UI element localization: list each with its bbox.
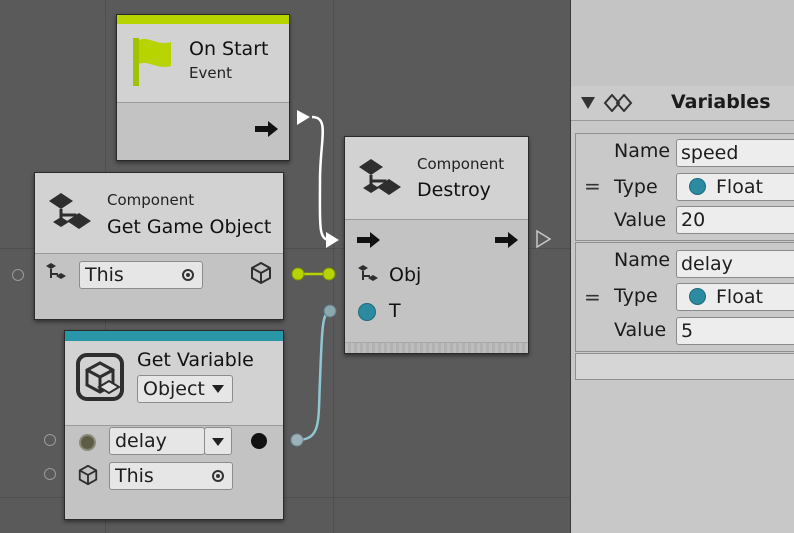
- get-variable-node[interactable]: Get Variable Object delay This: [64, 330, 284, 520]
- node-category: Component: [107, 191, 195, 209]
- drag-handle-icon[interactable]: =: [584, 285, 601, 309]
- float-port-icon: [358, 303, 376, 321]
- cube-output-icon: [251, 261, 271, 285]
- variable-value-field[interactable]: 20: [676, 206, 794, 234]
- unconnected-input-port[interactable]: [44, 434, 56, 446]
- variable-name-value: delay: [115, 430, 167, 452]
- component-port-icon: [46, 263, 66, 279]
- variables-panel: Variables = Name speed Type Float Value …: [570, 0, 794, 533]
- target-value: This: [115, 465, 154, 487]
- variable-value: 5: [681, 320, 694, 342]
- target-value: This: [85, 264, 124, 286]
- chevron-down-icon: [212, 385, 224, 393]
- variable-accent-bar: [65, 331, 283, 341]
- string-port-icon: [79, 434, 96, 451]
- variable-name-value: delay: [681, 253, 733, 275]
- grid-line: [0, 248, 570, 249]
- flow-wire: [311, 115, 331, 242]
- drag-handle-icon[interactable]: =: [584, 174, 601, 198]
- component-icon: [49, 193, 91, 229]
- float-wire: [296, 310, 331, 442]
- node-subtitle: Event: [189, 64, 232, 82]
- node-body: Obj T: [345, 220, 528, 343]
- grid-line: [333, 0, 334, 533]
- obj-port-label: Obj: [389, 264, 422, 286]
- variable-type-dropdown[interactable]: Float: [676, 283, 794, 311]
- variable-name-dropdown-button[interactable]: [204, 427, 232, 455]
- variable-name-field[interactable]: delay: [676, 250, 794, 278]
- value-output-port-icon: [251, 433, 267, 449]
- t-port-label: T: [389, 300, 401, 322]
- unconnected-input-port[interactable]: [12, 269, 24, 281]
- flow-arrow-icon: [255, 121, 278, 137]
- flow-port-arrow: [297, 110, 310, 125]
- float-type-icon: [689, 288, 706, 305]
- variable-name-value: speed: [681, 142, 739, 164]
- kind-dropdown[interactable]: Object: [137, 375, 233, 403]
- node-body: This: [35, 254, 283, 319]
- target-picker-icon[interactable]: [182, 269, 194, 281]
- grid-line: [0, 497, 570, 498]
- float-wire-start-port: [290, 433, 304, 447]
- float-wire-end-port: [323, 304, 337, 318]
- variable-entry[interactable]: = Name delay Type Float Value 5: [575, 242, 794, 352]
- node-body: delay This: [65, 426, 283, 519]
- node-title: Get Game Object: [107, 216, 272, 238]
- get-game-object-node[interactable]: Component Get Game Object This: [34, 172, 284, 320]
- node-title: Destroy: [417, 179, 491, 201]
- component-port-icon: [358, 265, 378, 281]
- chevron-down-icon: [212, 438, 224, 446]
- variable-name-field[interactable]: speed: [676, 139, 794, 167]
- variable-value: 20: [681, 209, 706, 231]
- panel-top-strip: [571, 0, 794, 86]
- node-footer: [345, 342, 528, 353]
- panel-title: Variables: [671, 91, 771, 113]
- unconnected-input-port[interactable]: [44, 468, 56, 480]
- node-header: Component Destroy: [345, 137, 528, 220]
- variable-type-value: Float: [716, 286, 763, 308]
- node-title: Get Variable: [137, 349, 254, 371]
- component-icon: [359, 159, 401, 195]
- node-header: Get Variable Object: [65, 341, 283, 426]
- target-field[interactable]: This: [79, 261, 203, 289]
- node-body: [117, 103, 289, 160]
- variable-type-value: Float: [716, 176, 763, 198]
- variable-value-field[interactable]: 5: [676, 317, 794, 345]
- on-start-node[interactable]: On Start Event: [116, 14, 290, 161]
- value-label: Value: [614, 209, 667, 231]
- variables-icon: [603, 94, 633, 112]
- target-picker-icon[interactable]: [212, 470, 224, 482]
- type-label: Type: [614, 285, 658, 307]
- cube-icon: [78, 464, 98, 486]
- variable-name-field[interactable]: delay: [109, 427, 205, 455]
- collapse-triangle-icon[interactable]: [581, 97, 595, 109]
- value-label: Value: [614, 319, 667, 341]
- kind-value: Object: [143, 378, 205, 400]
- name-label: Name: [614, 140, 671, 162]
- node-header: Component Get Game Object: [35, 173, 283, 254]
- type-label: Type: [614, 176, 658, 198]
- node-header: On Start Event: [117, 24, 289, 103]
- node-title: On Start: [189, 38, 269, 60]
- object-wire-start-port: [291, 267, 305, 281]
- add-variable-slot[interactable]: [575, 353, 794, 380]
- variable-type-dropdown[interactable]: Float: [676, 173, 794, 201]
- node-category: Component: [417, 155, 505, 173]
- graph-canvas[interactable]: On Start Event Component Get Game Object: [0, 0, 570, 533]
- variable-entry[interactable]: = Name speed Type Float Value 20: [575, 133, 794, 241]
- flow-input-arrow-icon: [357, 232, 380, 248]
- name-label: Name: [614, 249, 671, 271]
- float-type-icon: [689, 178, 706, 195]
- flow-output-arrow: [536, 229, 552, 249]
- flag-icon: [133, 38, 171, 86]
- target-field[interactable]: This: [109, 462, 233, 490]
- variable-icon: [76, 353, 124, 401]
- flow-output-arrow-icon: [495, 232, 518, 248]
- event-accent-bar: [117, 15, 289, 24]
- destroy-node[interactable]: Component Destroy Obj T: [344, 136, 529, 354]
- variables-panel-header[interactable]: Variables: [571, 86, 794, 121]
